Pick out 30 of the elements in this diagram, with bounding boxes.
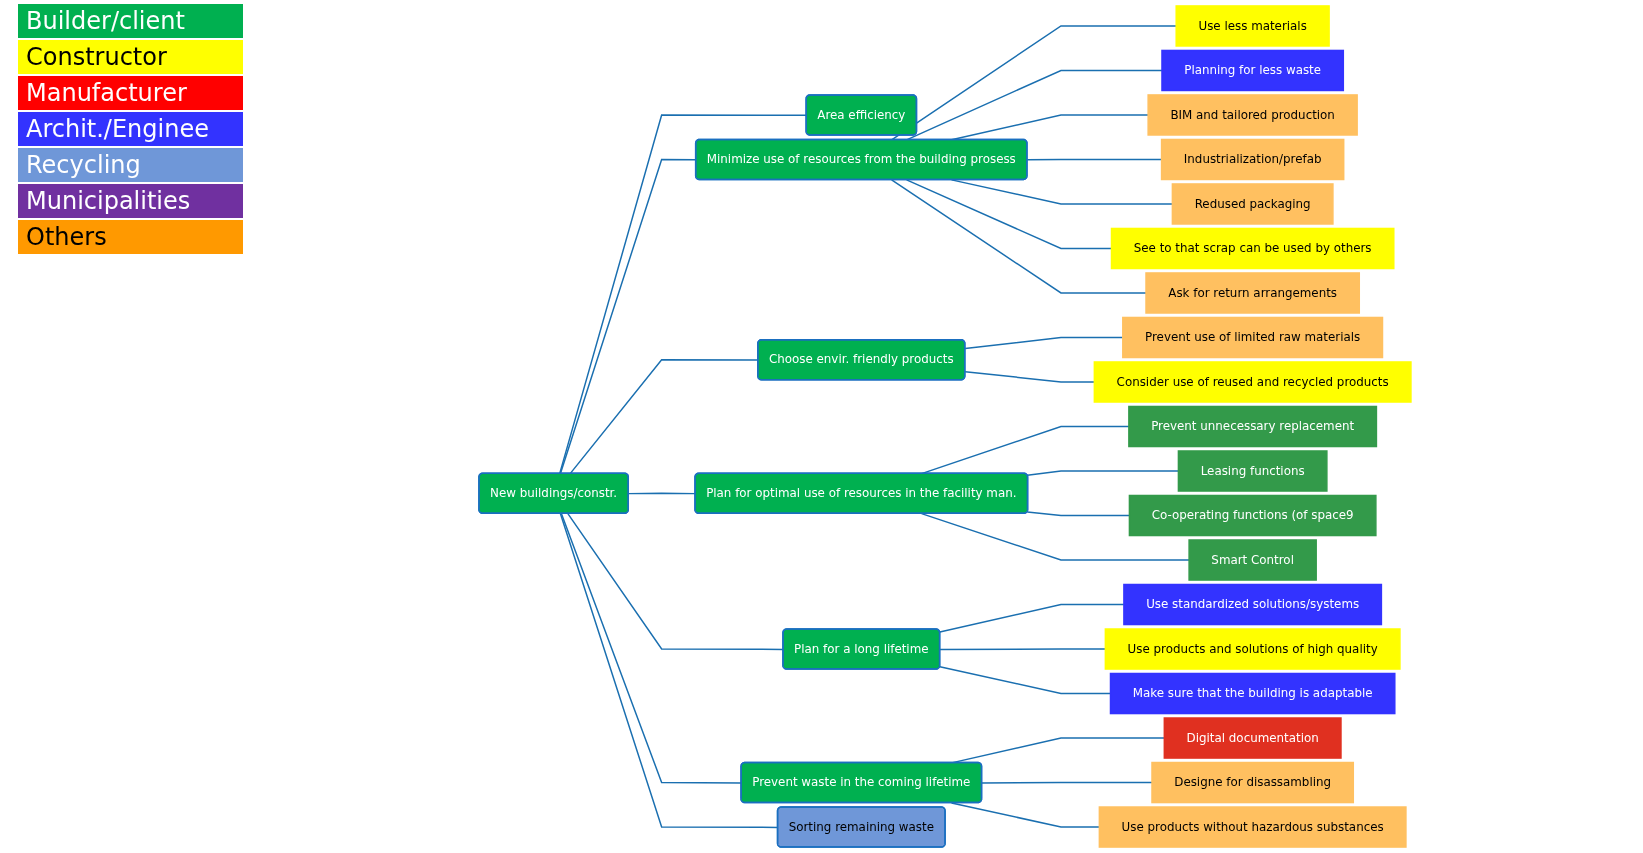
node-box: Designe for disassambling — [1151, 761, 1355, 804]
node-box: Use products and solutions of high quality — [1104, 628, 1401, 670]
node-box: Ask for return arrangements — [1145, 272, 1361, 314]
node-box: Leasing functions — [1177, 450, 1328, 492]
legend-entry: Municipalities — [18, 184, 243, 218]
node-box: Industrialization/prefab — [1160, 138, 1345, 181]
node-box: Planning for less waste — [1161, 49, 1345, 92]
node-box: Prevent unnecessary replacement — [1128, 405, 1378, 448]
connector — [890, 179, 1147, 294]
node-box: Smart Control — [1188, 539, 1317, 581]
connector — [920, 512, 1190, 561]
connector — [981, 781, 1153, 784]
node-box: Use standardized solutions/systems — [1123, 583, 1383, 626]
node-box: Prevent use of limited raw materials — [1122, 316, 1384, 359]
connector — [890, 25, 1177, 141]
node-box: Digital documentation — [1163, 717, 1342, 759]
node-box: Use products without hazardous substances — [1098, 806, 1407, 848]
legend-entry: Manufacturer — [18, 76, 243, 110]
node-box: BIM and tailored production — [1147, 94, 1358, 136]
node-box: Co-operating functions (of space9 — [1128, 494, 1377, 537]
node-box: See to that scrap can be used by others — [1110, 227, 1395, 270]
node-box: Redused packaging — [1171, 183, 1334, 225]
legend-entry: Archit./Enginee — [18, 112, 243, 146]
legend-entry: Others — [18, 220, 243, 254]
node-box: Consider use of reused and recycled products — [1093, 361, 1412, 403]
legend-entry: Constructor — [18, 40, 243, 74]
node-box: Make sure that the building is adaptable — [1109, 672, 1396, 715]
legend-entry: Recycling — [18, 148, 243, 182]
node-box: Use less materials — [1175, 5, 1330, 47]
legend-entry: Builder/client — [18, 4, 243, 38]
